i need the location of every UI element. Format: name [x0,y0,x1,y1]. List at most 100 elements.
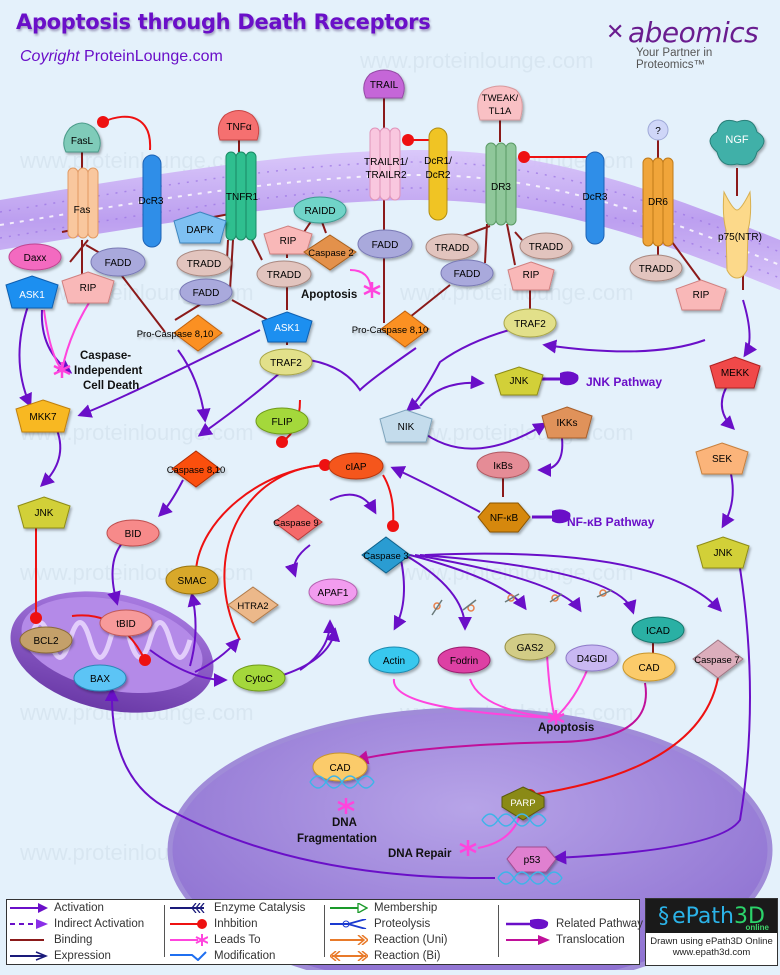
node-caspase3[interactable]: Caspase 3 [361,536,411,574]
node-parp[interactable]: PARP [501,786,545,821]
node-bid[interactable]: BID [106,519,160,547]
rip-dr3-label: RIP [523,270,540,281]
mitochondrion [10,591,214,713]
node-jnk-mid[interactable]: JNK [494,366,544,396]
receptor-trailr[interactable]: TRAILR1/ TRAILR2 [364,127,408,201]
receptor-dr3[interactable]: DR3 [485,142,517,226]
apoptosis-label-bottom: Apoptosis [538,722,594,734]
node-icad[interactable]: ICAD [631,616,685,644]
dr6-label: DR6 [648,197,668,208]
node-procaspase-right[interactable]: Pro-Caspase 8,10 [352,310,430,348]
node-gas2[interactable]: GAS2 [504,633,556,661]
receptor-ngf[interactable]: NGF [709,119,765,166]
inhibition-icon [170,919,207,929]
receptor-dcr1[interactable]: DcR1/ DcR2 [424,127,452,221]
receptor-fasl[interactable]: FasL [63,122,101,153]
node-smac[interactable]: SMAC [165,565,219,595]
node-fadd-trail[interactable]: FADD [357,229,413,259]
node-fadd-tnfr1[interactable]: FADD [179,278,233,306]
node-rip-fas[interactable]: RIP [61,271,115,304]
node-cytoc[interactable]: CytoC [232,664,286,692]
node-mekk[interactable]: MEKK [709,356,761,389]
node-sek[interactable]: SEK [695,442,749,475]
node-ciap[interactable]: cIAP [328,452,384,480]
node-fadd-fas[interactable]: FADD [90,247,146,277]
node-rip-dr3[interactable]: RIP [507,261,555,291]
proteolysis-scissors [431,589,613,616]
ligand-unknown[interactable]: ? [647,119,669,141]
node-jnk-left[interactable]: JNK [17,496,71,529]
receptor-dcr3-left[interactable]: DcR3 [138,154,164,248]
receptor-tweak[interactable]: TWEAK/ TL1A [477,85,523,121]
node-caspase7[interactable]: Caspase 7 [692,639,744,679]
node-bcl2[interactable]: BCL2 [19,626,73,654]
leads-to-markers [53,282,565,856]
cad-label: CAD [638,663,659,674]
node-htra2[interactable]: HTRA2 [227,586,279,624]
node-nik[interactable]: NIK [379,409,433,443]
node-ikks[interactable]: IKKs [541,406,593,439]
legend-activation: Activation [10,902,104,914]
receptor-trail[interactable]: TRAIL [363,69,405,99]
node-actin[interactable]: Actin [368,646,420,674]
node-caspase9[interactable]: Caspase 9 [273,504,323,541]
receptor-tnfa[interactable]: TNFα [217,110,260,141]
node-raidd[interactable]: RAIDD [293,196,347,224]
svg-text:www.proteinlounge.com: www.proteinlounge.com [399,420,634,445]
node-traf2-right[interactable]: TRAF2 [503,308,557,338]
modification-icon [170,951,207,961]
ask1-mid-label: ASK1 [274,323,300,334]
node-ikbs[interactable]: IκBs [476,451,530,479]
abeomics-mark-icon: ✕ [606,20,624,45]
node-tradd-mid[interactable]: TRADD [256,260,312,288]
node-rip-tnfr1[interactable]: RIP [263,225,313,255]
node-tradd-tnfr1[interactable]: TRADD [176,249,232,277]
jnk-pathway-link: JNK Pathway [586,375,662,389]
caspase7-label: Caspase 7 [694,655,739,666]
reaction-bi-icon [330,951,368,961]
node-apaf1[interactable]: APAF1 [308,578,358,606]
node-fodrin[interactable]: Fodrin [437,646,491,674]
node-procaspase-left[interactable]: Pro-Caspase 8,10 [137,314,223,352]
legend-translocation: Translocation [506,934,625,946]
node-bax[interactable]: BAX [73,664,127,692]
node-ask1-mid[interactable]: ASK1 [261,311,313,343]
node-cad[interactable]: CAD [622,652,676,682]
epath3d-url[interactable]: www.epath3d.com [672,947,751,958]
node-flip[interactable]: FLIP [255,407,309,435]
fodrin-label: Fodrin [450,656,478,667]
node-mkk7[interactable]: MKK7 [15,399,71,433]
node-tradd-dr3-left[interactable]: TRADD [425,233,479,261]
node-nfkb[interactable]: NF-κB [477,502,531,533]
receptor-dr6[interactable]: DR6 [642,157,674,247]
node-traf2-mid[interactable]: TRAF2 [259,348,313,376]
node-p53[interactable]: p53 [506,846,557,873]
receptor-dcr3-right[interactable]: DcR3 [582,151,608,245]
node-tradd-dr3-right[interactable]: TRADD [519,232,573,260]
htra2-label: HTRA2 [237,601,268,612]
node-dapk[interactable]: DAPK [173,211,227,244]
node-caspase2[interactable]: Caspase 2 [303,234,357,271]
receptor-p75[interactable]: p75(NTR) [718,190,762,279]
icad-label: ICAD [646,626,670,637]
node-tradd-dr6[interactable]: TRADD [629,254,683,282]
node-tbid[interactable]: tBID [99,609,153,637]
caspase3-label: Caspase 3 [363,551,408,562]
node-daxx[interactable]: Daxx [8,243,62,271]
node-jnk-right[interactable]: JNK [696,536,750,569]
receptor-fas[interactable]: Fas [67,167,99,239]
node-caspase810[interactable]: Caspase 8,10 [167,450,226,488]
procaspase-right-label: Pro-Caspase 8,10 [352,325,429,336]
node-rip-dr6[interactable]: RIP [675,279,727,311]
node-fadd-dr3[interactable]: FADD [440,259,494,287]
caspase810-label: Caspase 8,10 [167,465,226,476]
translocation-arrow-icon [506,935,550,945]
node-d4gdi[interactable]: D4GDI [565,644,619,672]
abeomics-logo[interactable]: ✕abeomics Your Partner in Proteomics™ [606,16,776,71]
epath3d-badge[interactable]: § ePath3D online Drawn using ePath3D Onl… [645,898,778,966]
receptor-tnfr1[interactable]: TNFR1 [225,151,259,241]
ikbs-label: IκBs [493,461,512,472]
node-cad-nucleus[interactable]: CAD [312,752,368,782]
fadd-trail-label: FADD [372,240,399,251]
node-ask1-left[interactable]: ASK1 [5,275,59,309]
